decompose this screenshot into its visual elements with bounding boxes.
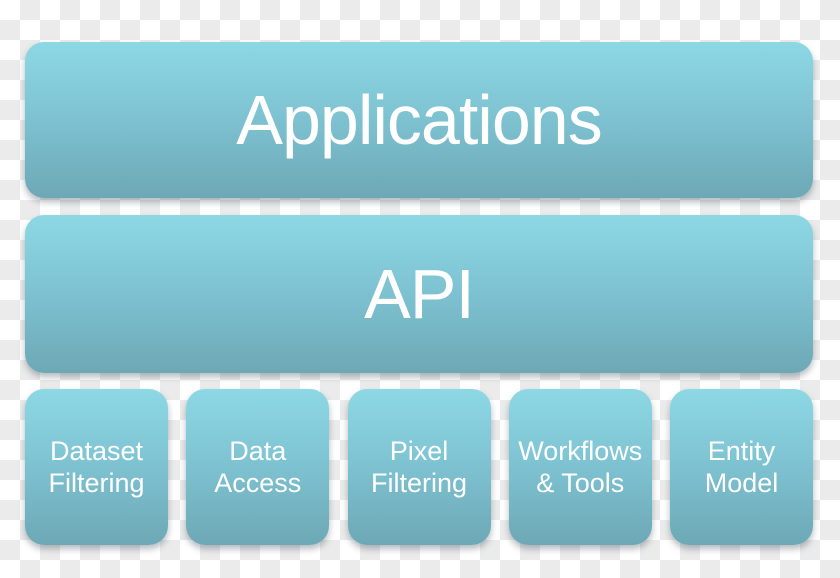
module-row: Dataset Filtering Data Access Pixel Filt…: [25, 389, 813, 545]
api-layer-label: API: [364, 255, 475, 333]
api-layer-box: API: [25, 215, 813, 373]
architecture-diagram: Applications API Dataset Filtering Data …: [25, 42, 813, 545]
applications-layer-label: Applications: [236, 81, 602, 159]
module-box-pixel-filtering: Pixel Filtering: [347, 389, 491, 545]
module-label: Pixel Filtering: [370, 435, 468, 498]
module-box-dataset-filtering: Dataset Filtering: [25, 389, 168, 545]
module-label: Entity Model: [704, 435, 779, 498]
module-box-entity-model: Entity Model: [670, 389, 813, 545]
module-box-data-access: Data Access: [186, 389, 330, 545]
module-label: Workflows & Tools: [518, 435, 643, 498]
applications-layer-box: Applications: [25, 42, 813, 198]
module-box-workflows-tools: Workflows & Tools: [508, 389, 652, 545]
module-label: Dataset Filtering: [48, 435, 145, 498]
module-label: Data Access: [214, 435, 302, 498]
